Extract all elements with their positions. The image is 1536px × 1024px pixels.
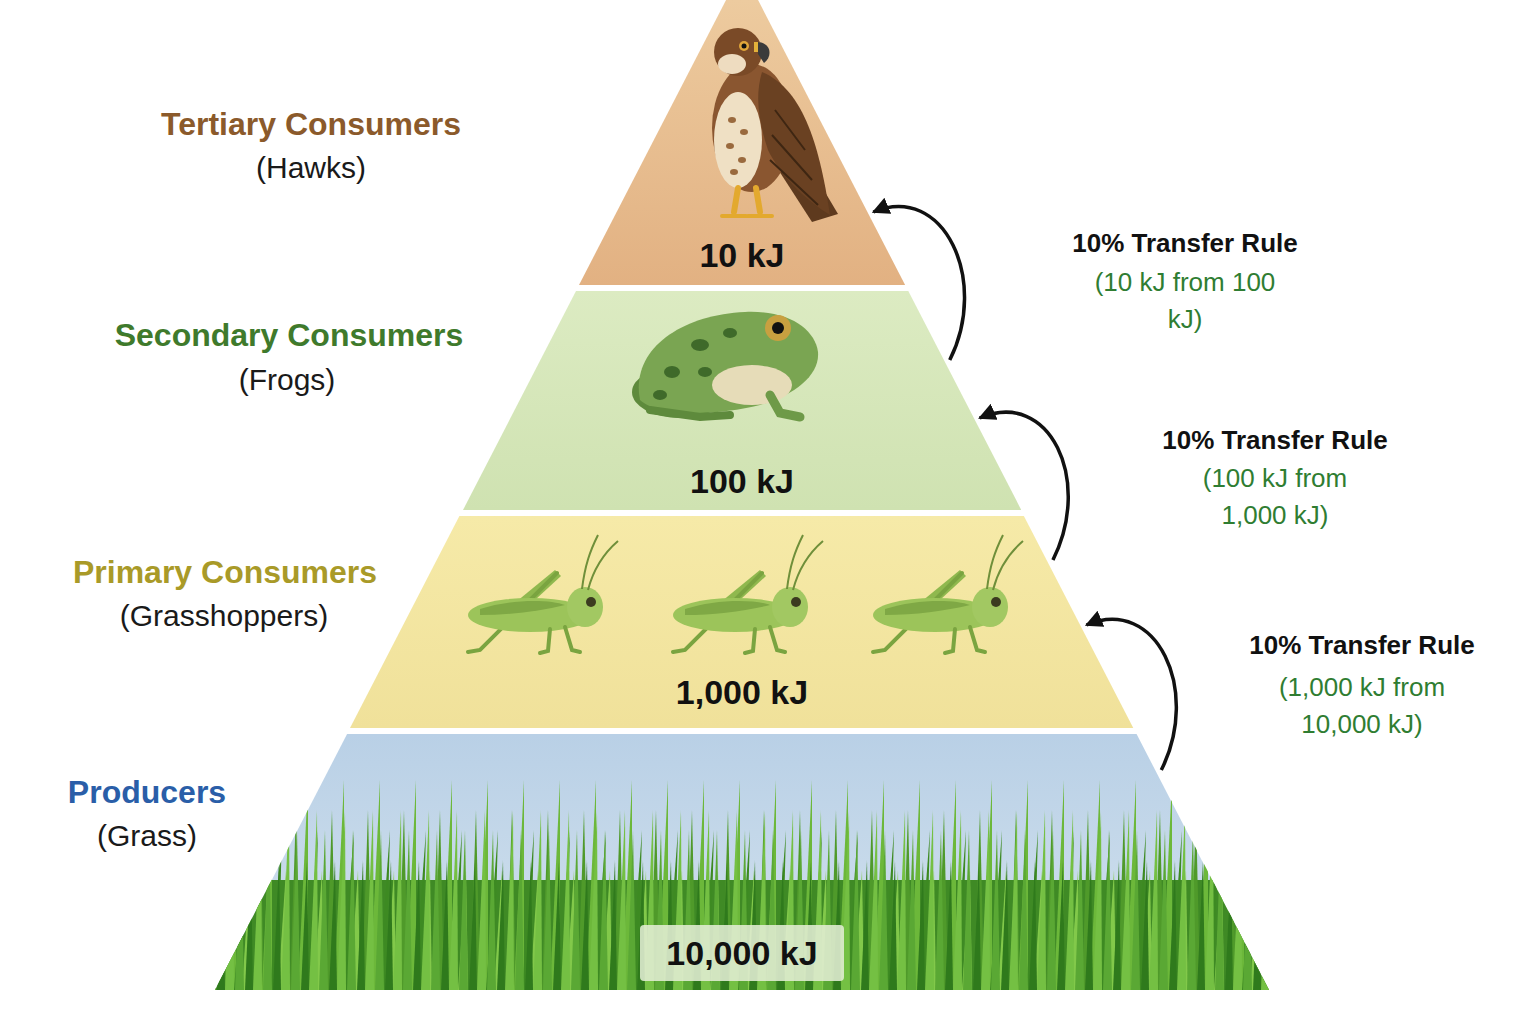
transfer-arrow [873,206,964,360]
energy-value: 1,000 kJ [676,672,808,712]
pyramid-level: Tertiary Consumers(Hawks)10 kJ [579,0,905,285]
transfer-note: (100 kJ from 1,000 kJ) [1170,460,1380,534]
band-fill [350,516,1133,728]
transfer-note: (1,000 kJ from 10,000 kJ) [1257,669,1467,743]
hawk [712,28,838,222]
organism-name: (Grass) [97,818,197,854]
organism-name: (Frogs) [239,362,336,398]
arrow-label: 10% Transfer Rule [1162,424,1387,456]
band-fill [215,734,1269,990]
energy-value: 100 kJ [690,461,794,501]
grasshoppers [468,535,1023,653]
pyramid-level: Producers(Grass)10,000 kJ [215,734,1269,990]
level-title: Producers [68,773,226,811]
arrow-label: 10% Transfer Rule [1249,629,1474,661]
energy-value: 10 kJ [699,235,784,275]
pyramid-level: Secondary Consumers(Frogs)100 kJ [463,291,1021,510]
grass [200,770,1290,990]
level-title: Primary Consumers [73,553,377,591]
level-title: Tertiary Consumers [161,105,461,143]
band-fill [463,291,1021,510]
organism-name: (Hawks) [256,150,366,186]
frog [632,312,818,418]
band-fill [579,0,905,285]
level-title: Secondary Consumers [115,316,464,354]
energy-value: 10,000 kJ [640,925,843,981]
arrow-label: 10% Transfer Rule [1072,227,1297,259]
pyramid-level: Primary Consumers(Grasshoppers)1,000 kJ [350,516,1133,728]
transfer-note: (10 kJ from 100 kJ) [1080,264,1290,338]
transfer-arrow [1086,619,1176,770]
organism-name: (Grasshoppers) [120,598,328,634]
transfer-arrow [980,412,1069,560]
